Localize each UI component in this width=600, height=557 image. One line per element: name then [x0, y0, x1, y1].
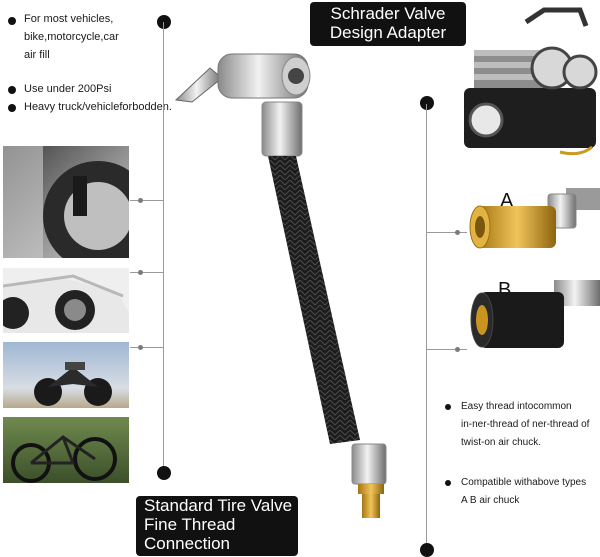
connector-dot [455, 230, 460, 235]
tire-valve-illustration [3, 146, 129, 258]
timeline-line-right [426, 104, 427, 554]
connector-dot [455, 347, 460, 352]
photo-car-tire [3, 146, 129, 258]
bullet-easy-thread: Easy thread intocommon in-ner-thread of … [461, 398, 599, 452]
bullet-dot [8, 104, 16, 112]
chuck-b-black [470, 280, 600, 348]
timeline-dot-right-bottom [420, 543, 434, 557]
title-standard-valve: Standard Tire Valve Fine Thread Connecti… [136, 496, 298, 556]
bullet-psi: Use under 200Psi [24, 83, 112, 95]
bullet-line: in-ner-thread of ner-thread of [461, 419, 590, 430]
timeline-line-left [163, 22, 164, 474]
title-line: Schrader Valve [330, 4, 446, 23]
photo-sports-car [3, 268, 129, 333]
connector [130, 347, 164, 348]
bullet-compatible: Compatible withabove types A B air chuck [461, 474, 599, 510]
adapter-hose-product [174, 53, 387, 518]
title-line: Design Adapter [329, 23, 447, 42]
connector [427, 232, 467, 233]
photo-bicycle [3, 417, 129, 483]
bicycle-illustration [11, 435, 117, 483]
connector [130, 200, 164, 201]
bullet-dot [8, 17, 16, 25]
motorcycle-illustration [34, 362, 112, 406]
title-line: Connection [144, 534, 231, 553]
bullet-line: A B air chuck [461, 495, 520, 506]
connector-dot [138, 345, 143, 350]
title-line: Fine Thread [144, 515, 236, 534]
timeline-dot-bottom [157, 466, 171, 480]
bullet-line: For most vehicles, [24, 13, 114, 25]
title-line: Standard Tire Valve [144, 496, 293, 515]
title-schrader-adapter: Schrader Valve Design Adapter [310, 2, 466, 46]
connector-dot [138, 198, 143, 203]
bullet-dot [445, 404, 451, 410]
bullet-line: air fill [24, 49, 50, 61]
bullet-truck: Heavy truck/vehicleforbodden. [24, 101, 172, 113]
connector [427, 349, 467, 350]
bullet-line: Easy thread intocommon [461, 401, 572, 412]
connector-dot [138, 270, 143, 275]
bullet-line: twist-on air chuck. [461, 437, 542, 448]
connector [130, 272, 164, 273]
chuck-a-brass [469, 188, 600, 249]
car-illustration [3, 274, 129, 333]
bullet-vehicles: For most vehicles, bike,motorcycle,car a… [24, 10, 119, 64]
bullet-dot [445, 480, 451, 486]
bullet-line: Compatible withabove types [461, 477, 587, 488]
photo-motorcycle [3, 342, 129, 408]
timeline-dot-top [157, 15, 171, 29]
bullet-line: bike,motorcycle,car [24, 31, 119, 43]
timeline-dot-right-top [420, 96, 434, 110]
air-compressor-photo [464, 7, 598, 156]
bullet-dot [8, 86, 16, 94]
